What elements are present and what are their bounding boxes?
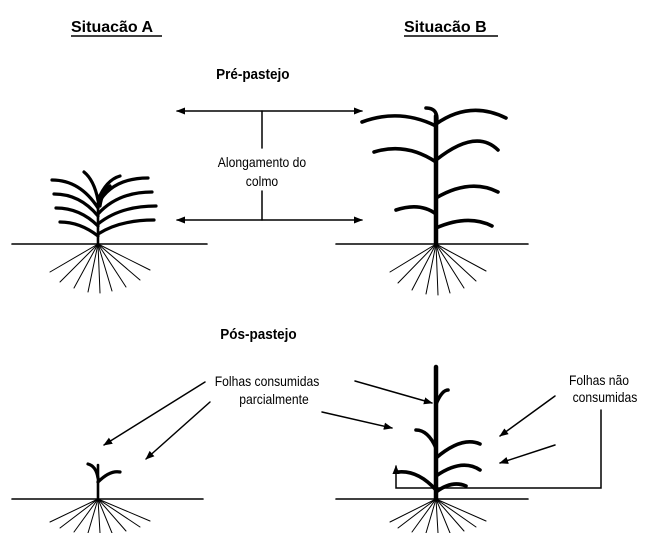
situation-a-heading: Situacão A <box>71 19 154 36</box>
not-consumed-arrows <box>396 396 601 488</box>
not-consumed-label-line2: consumidas <box>573 389 638 405</box>
pre-grazing-label: Pré-pastejo <box>216 66 290 83</box>
stem-elongation-label-line1: Alongamento do <box>218 154 306 170</box>
situation-b-heading: Situacão B <box>404 19 487 36</box>
stem-elongation-label-line2: colmo <box>246 173 278 189</box>
partially-consumed-arrows <box>104 382 210 459</box>
plant-a-pre-grazing <box>12 172 207 293</box>
partially-consumed-label-line2: parcialmente <box>239 391 308 407</box>
post-grazing-label: Pós-pastejo <box>220 326 297 343</box>
plant-b-post-grazing <box>336 367 528 533</box>
not-consumed-label-line1: Folhas não <box>569 372 629 388</box>
partially-consumed-label-line1: Folhas consumidas <box>215 373 320 389</box>
plant-b-pre-grazing <box>336 108 528 295</box>
plant-b-partial-arrows <box>322 381 432 428</box>
plant-a-post-grazing <box>12 464 203 533</box>
